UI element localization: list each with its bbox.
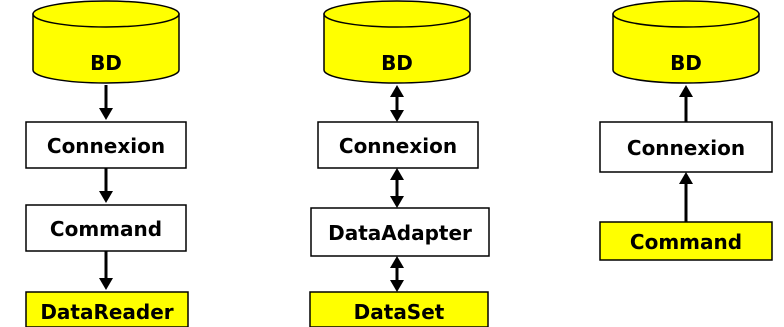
node-label: DataReader — [40, 300, 173, 324]
command-node: Command — [599, 221, 773, 261]
link-arrow — [99, 85, 113, 120]
column-dataset: BD Connexion DataAdapter DataSet — [309, 0, 490, 327]
column-datareader: BD Connexion Command DataReader — [25, 0, 189, 327]
database-label: BD — [90, 51, 122, 75]
dataadapter-node: DataAdapter — [310, 207, 490, 257]
node-label: Command — [50, 217, 162, 241]
database-cylinder: BD — [323, 0, 471, 84]
connexion-node: Connexion — [317, 121, 479, 169]
link-double-arrow — [390, 168, 404, 208]
dataset-node: DataSet — [309, 291, 489, 327]
connexion-node: Connexion — [599, 121, 773, 173]
link-double-arrow — [390, 85, 404, 122]
node-label: Connexion — [627, 136, 745, 160]
connexion-node: Connexion — [25, 121, 187, 169]
column-command: BD Connexion Command — [599, 0, 773, 261]
link-arrow — [99, 251, 113, 290]
link-double-arrow — [390, 256, 404, 292]
node-label: Connexion — [47, 134, 165, 158]
database-cylinder: BD — [32, 0, 180, 84]
datareader-node: DataReader — [25, 291, 189, 327]
link-arrow — [99, 168, 113, 203]
node-label: Command — [630, 230, 742, 254]
link-up-arrow — [679, 172, 693, 222]
node-label: DataAdapter — [328, 221, 472, 245]
node-label: Connexion — [339, 134, 457, 158]
command-node: Command — [25, 204, 187, 252]
link-up-arrow — [679, 85, 693, 122]
database-label: BD — [381, 51, 413, 75]
node-label: DataSet — [354, 300, 445, 324]
database-cylinder: BD — [612, 0, 760, 84]
database-label: BD — [670, 51, 702, 75]
